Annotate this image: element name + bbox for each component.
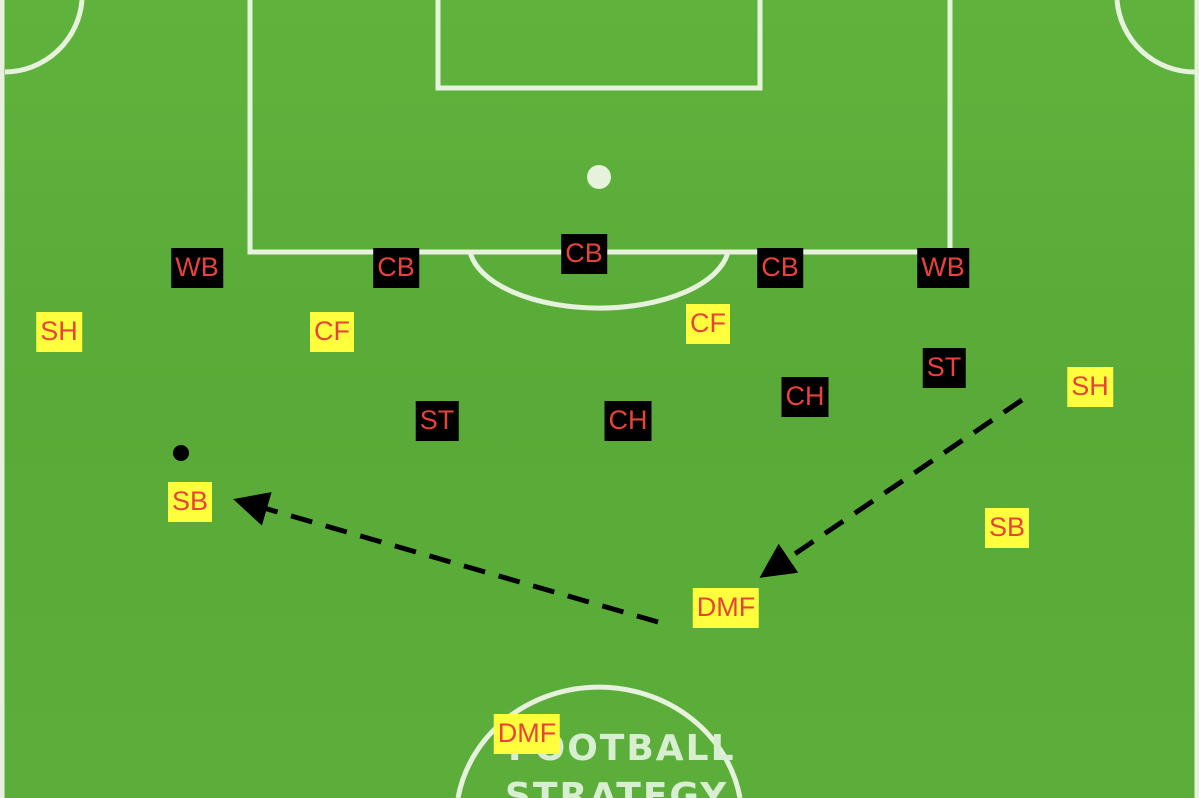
player-red-cb-right: CB (757, 248, 803, 288)
player-red-st-left: ST (415, 401, 459, 441)
player-yellow-sh-right: SH (1067, 367, 1113, 407)
player-yellow-cf-right: CF (686, 304, 730, 344)
player-red-wb-left: WB (171, 248, 223, 288)
player-yellow-cf-left: CF (310, 312, 354, 352)
player-yellow-sb-right: SB (984, 508, 1030, 548)
player-yellow-dmf-lower: DMF (493, 714, 561, 754)
player-red-st-right: ST (922, 348, 966, 388)
player-yellow-sh-left: SH (36, 312, 82, 352)
goal-area (435, 0, 763, 91)
penalty-spot (587, 165, 611, 189)
player-yellow-sb-left: SB (167, 482, 213, 522)
corner-arc-left (4, 0, 85, 75)
pass-arrow-dmf-to-sb (233, 492, 659, 625)
player-red-ch-center: CH (604, 401, 652, 441)
player-yellow-dmf-upper: DMF (692, 588, 760, 628)
penalty-arc (467, 251, 731, 311)
player-red-cb-left: CB (373, 248, 419, 288)
center-circle (455, 684, 743, 798)
corner-arc-right (1114, 0, 1196, 75)
player-red-wb-right: WB (917, 248, 969, 288)
pass-arrow-sh-to-dmf (759, 397, 1024, 578)
player-red-cb-center: CB (561, 234, 607, 274)
penalty-box (247, 0, 953, 255)
watermark-line-2: STRATEGY (505, 776, 729, 798)
player-red-ch-right: CH (781, 377, 829, 417)
ball (173, 445, 189, 461)
